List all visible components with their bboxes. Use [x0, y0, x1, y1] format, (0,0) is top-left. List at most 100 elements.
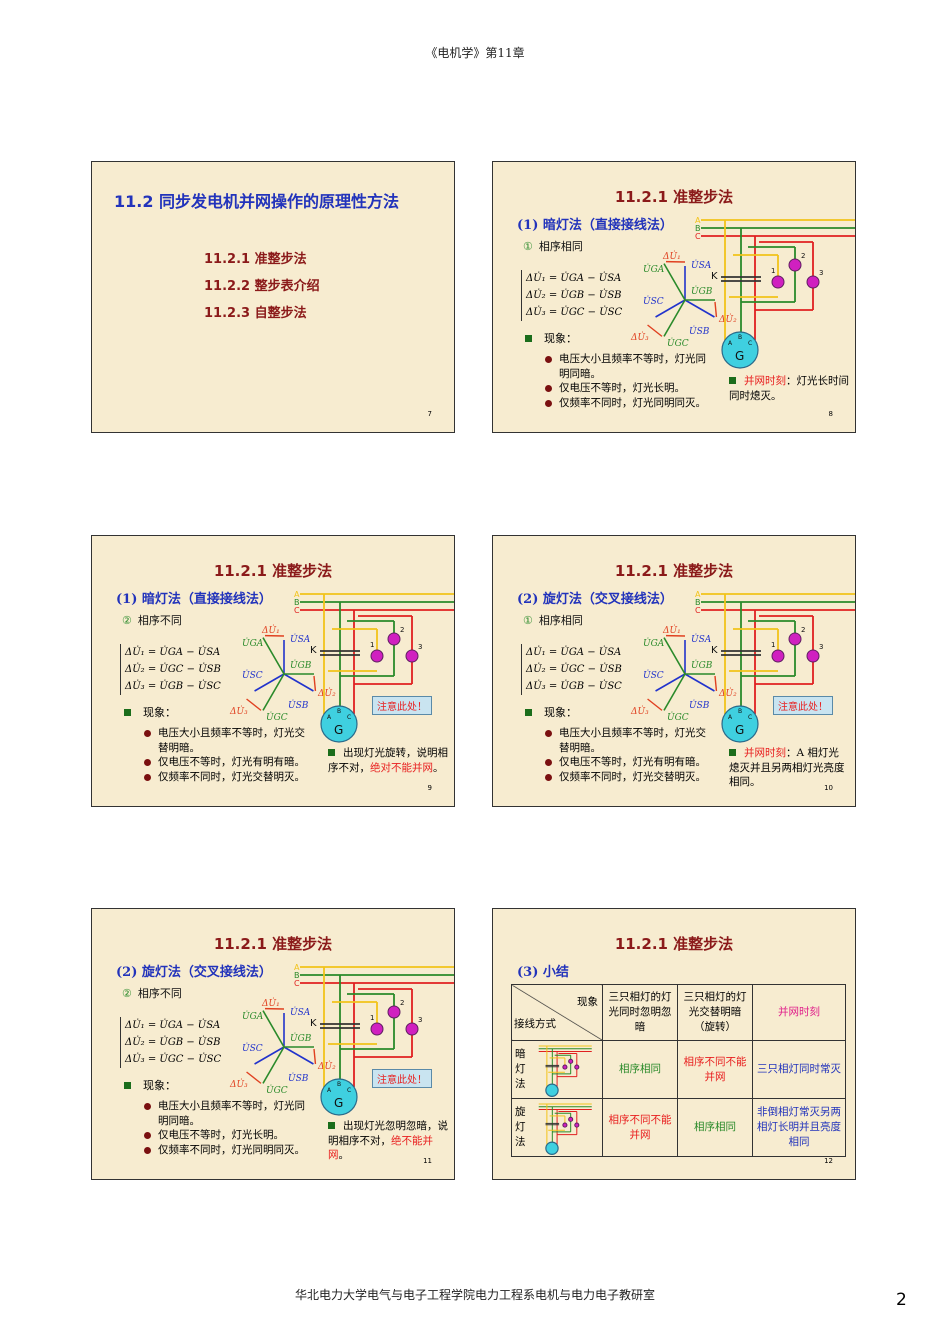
equation: ΔU̇₃ = U̇GB − U̇SC [125, 681, 221, 692]
gen-b: B [738, 708, 742, 715]
gen-c: C [347, 1087, 351, 1094]
gen-g: G [334, 1096, 343, 1110]
toc-item: 11.2.3 自整步法 [204, 306, 307, 321]
bullet-list: 电压大小且频率不等时，灯光同明同暗。仅电压不等时，灯光长明。仅频率不同时，灯光同… [144, 1099, 314, 1157]
square-bullet-icon [124, 1082, 131, 1089]
phasor-usb [684, 299, 715, 318]
lamp-icon [562, 1122, 568, 1128]
note-text: 出现灯光旋转，说明相序不对， [328, 747, 448, 774]
equation: ΔU̇₃ = U̇GC − U̇SC [526, 307, 623, 318]
column-header: 三只相灯的灯光同时忽明忽暗 [602, 984, 678, 1041]
lamp-icon [387, 632, 401, 646]
lamp-icon [806, 649, 820, 663]
label-usa: U̇SA [290, 1006, 311, 1018]
label-ugb: U̇GB [691, 285, 713, 297]
note: 出现灯光旋转，说明相序不对，绝对不能并网。 [328, 746, 448, 775]
generator-icon [545, 1141, 559, 1155]
diagram: ΔU̇₁U̇SAU̇GAU̇GBU̇SCΔU̇₂U̇SBΔU̇₃U̇GCABCK… [229, 963, 454, 1116]
toc-item: 11.2.1 准整步法 [204, 252, 307, 267]
equation: ΔU̇₁ = U̇GA − U̇SA [526, 647, 622, 658]
phasor-uga [262, 1010, 285, 1048]
lamp-icon [562, 1064, 568, 1070]
label-c: C [695, 232, 701, 241]
slide-7: 11.2 同步发电机并网操作的原理性方法 11.2.1 准整步法 11.2.2 … [91, 161, 455, 433]
lamp-icon [771, 275, 785, 289]
lamp-icon [788, 632, 802, 646]
diagram: ΔU̇₁U̇SAU̇GAU̇GBU̇SCΔU̇₂U̇SBΔU̇₃U̇GCABCK… [229, 590, 454, 743]
label-b: B [695, 598, 701, 607]
case-text: 相序不同 [137, 614, 182, 627]
phasor-ugc [663, 299, 686, 337]
label-du1: ΔU̇₁ [662, 250, 681, 262]
table-corner: 现象 接线方式 [511, 984, 603, 1041]
bullet-item: 仅电压不等时，灯光有明有暗。 [144, 755, 314, 770]
note-highlight: 绝不能并网 [328, 1134, 433, 1162]
lamp-label: 1 [771, 267, 775, 275]
label-usb: U̇SB [288, 1072, 309, 1084]
equation: ΔU̇₃ = U̇GB − U̇SC [526, 681, 622, 692]
label-b: B [294, 971, 300, 980]
phasor-du2 [313, 675, 317, 692]
lamp-label: 1 [370, 641, 374, 649]
label-du3: ΔU̇₃ [630, 331, 649, 343]
gen-g: G [334, 723, 343, 737]
warning-callout: 注意此处！ [372, 696, 432, 715]
lamp-icon [574, 1064, 580, 1070]
lamp-label: 2 [801, 252, 805, 260]
note-end: 。 [338, 1149, 350, 1161]
slide-subtitle: (1) 暗灯法（直接接线法） [517, 218, 673, 233]
case-text: 相序不同 [137, 987, 182, 1000]
note-end: 。 [433, 761, 444, 774]
phenomenon-text: 现象： [143, 706, 176, 719]
phasor-usc [655, 673, 686, 692]
bullet-list: 电压大小且频率不等时，灯光交替明暗。仅电压不等时，灯光有明有暗。仅频率不同时，灯… [144, 726, 314, 784]
label-a: A [294, 590, 300, 599]
lamp-label: 2 [801, 626, 805, 634]
case-number: ① [523, 240, 533, 253]
bullet-item: 仅电压不等时，灯光有明有暗。 [545, 755, 715, 770]
table-cell: 相序相同 [677, 1098, 753, 1157]
note-highlight: 并网时刻 [744, 375, 786, 387]
label-du2: ΔU̇₂ [317, 687, 336, 699]
lamp-icon [771, 649, 785, 663]
case-text: 相序相同 [538, 240, 583, 253]
equation: ΔU̇₂ = U̇GB − U̇SB [526, 290, 622, 301]
row-header: 旋灯法 [511, 1098, 603, 1157]
gen-a: A [327, 1087, 332, 1094]
phasor-ugc [663, 673, 686, 711]
phasor-du3 [246, 1071, 262, 1084]
lamp-icon [568, 1116, 574, 1122]
label-uga: U̇GA [643, 637, 665, 649]
label-k: K [310, 645, 317, 656]
phenomenon-label: 现象： [525, 330, 577, 346]
table-cell: 相序不同不能并网 [677, 1040, 753, 1099]
gen-g: G [735, 349, 744, 363]
gen-b: B [337, 1081, 341, 1088]
label-usb: U̇SB [689, 699, 710, 711]
phasor-du3 [647, 698, 663, 711]
slide-subtitle: (1) 暗灯法（直接接线法） [116, 592, 272, 607]
label-ugc: U̇GC [667, 337, 689, 349]
note: 出现灯光忽明忽暗，说明相序不对，绝不能并网。 [328, 1119, 448, 1163]
square-bullet-icon [328, 1122, 335, 1129]
generator-icon [721, 705, 759, 743]
phenomenon-text: 现象： [143, 1079, 176, 1092]
bullet-item: 电压大小且频率不等时，灯光交替明暗。 [545, 726, 715, 755]
phenomenon-label: 现象： [525, 704, 577, 720]
lamp-label: 1 [771, 641, 775, 649]
slide-title: 11.2 同步发电机并网操作的原理性方法 [114, 192, 400, 211]
table-cell: 相序相同 [602, 1040, 678, 1099]
slide-subtitle: (2) 旋灯法（交叉接线法） [517, 592, 673, 607]
square-bullet-icon [525, 335, 532, 342]
lamp-icon [574, 1122, 580, 1128]
slide-number: 7 [427, 410, 432, 418]
warning-callout: 注意此处！ [773, 696, 833, 715]
phasor-usb [283, 673, 314, 692]
label-du2: ΔU̇₂ [317, 1060, 336, 1072]
